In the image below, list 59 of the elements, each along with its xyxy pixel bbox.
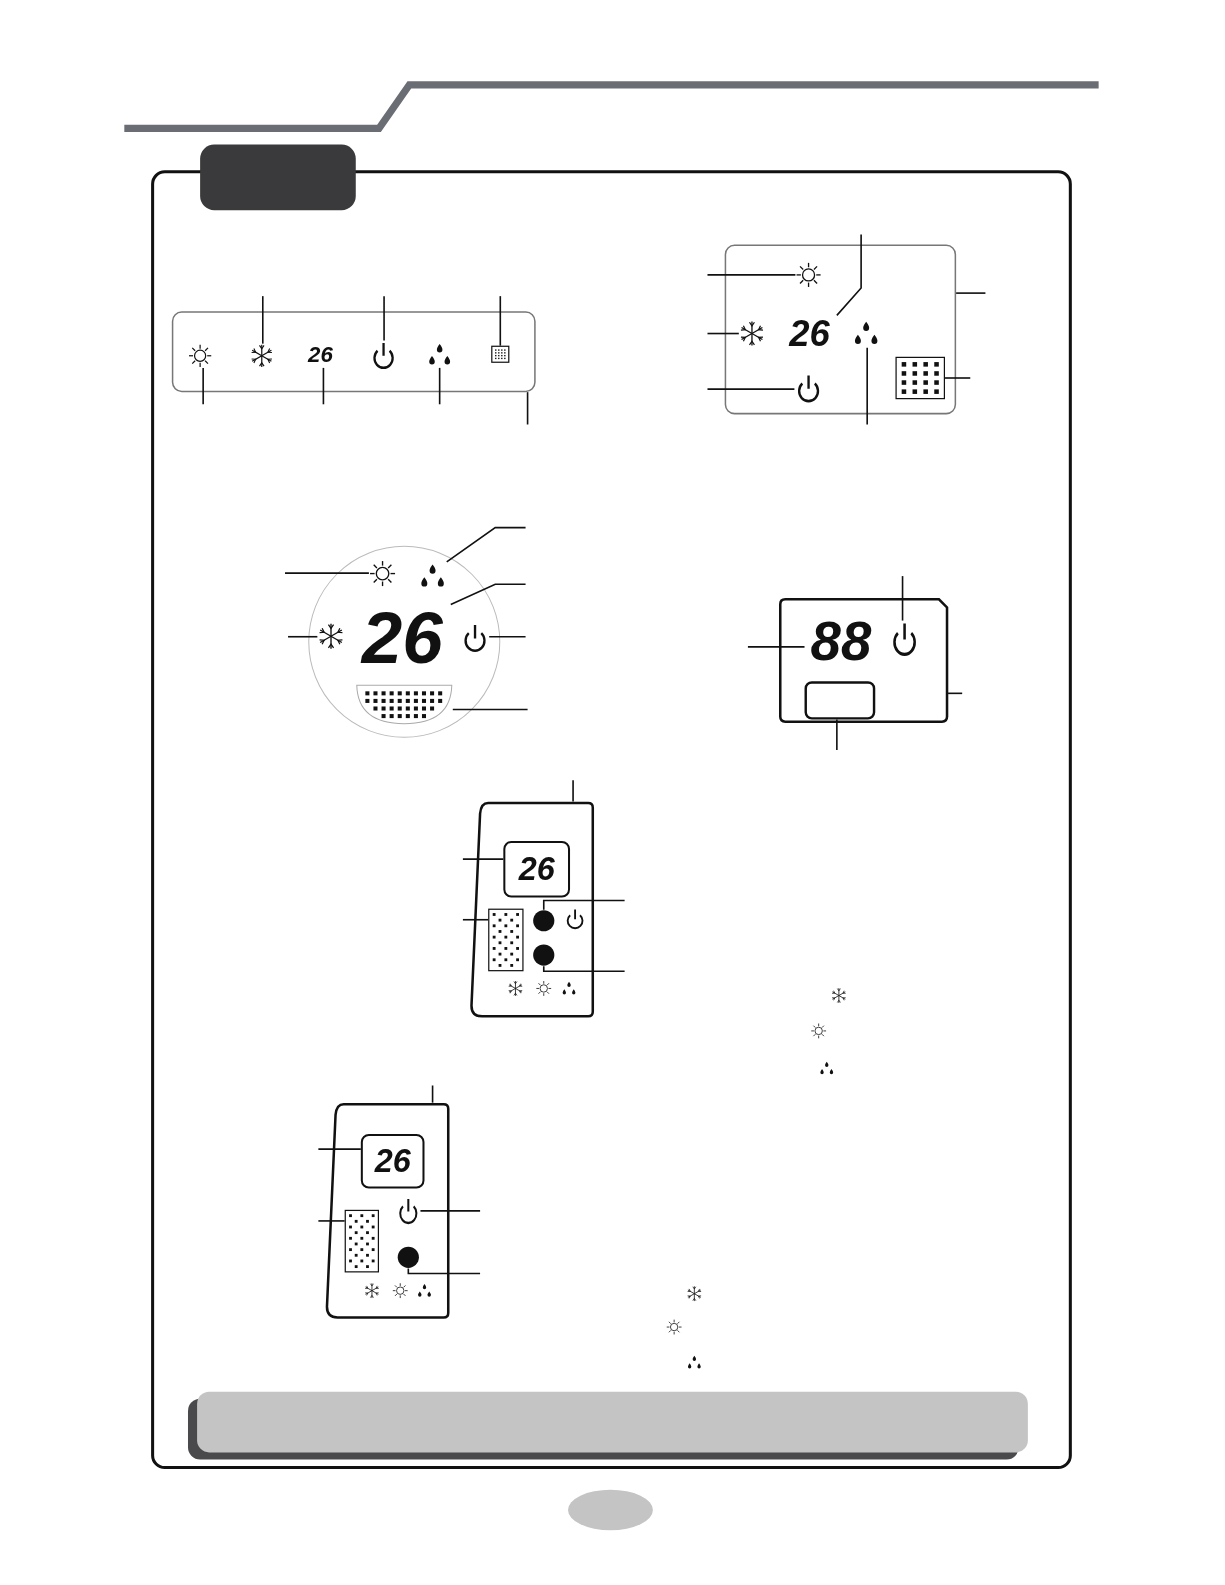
- digit-display: 26: [503, 840, 571, 898]
- dotted-grid-icon: [488, 908, 524, 972]
- leader-line: [419, 1210, 481, 1212]
- leader-line: [542, 965, 626, 973]
- leader-line: [706, 388, 796, 390]
- digit-display: 26: [360, 1134, 425, 1189]
- leader-line: [947, 692, 963, 695]
- round-button: [532, 944, 555, 967]
- display-window: [804, 681, 876, 720]
- leader-line: [499, 295, 502, 347]
- display-panel: [171, 311, 536, 393]
- sun-icon: [795, 261, 822, 289]
- snowflake-icon: [249, 343, 274, 368]
- leader-line: [431, 1084, 434, 1104]
- temperature-digits: 26: [782, 315, 837, 352]
- display-panel: [724, 244, 957, 415]
- leader-line: [438, 367, 441, 406]
- sun-icon: [188, 343, 213, 368]
- leader-line: [488, 635, 527, 638]
- leader-line: [901, 575, 904, 622]
- leader-line: [462, 918, 489, 921]
- leader-line: [261, 295, 264, 345]
- leader-line: [287, 635, 319, 638]
- control-panel: [325, 1102, 450, 1319]
- leader-line: [836, 233, 862, 317]
- temperature-digits: 26: [353, 604, 451, 672]
- dotted-grid-icon: [344, 1209, 379, 1273]
- leader-line: [526, 391, 529, 426]
- leader-line: [383, 295, 385, 342]
- control-panel: [470, 801, 595, 1018]
- round-button: [532, 909, 555, 932]
- leader-line: [202, 367, 204, 406]
- leader-line: [407, 1267, 481, 1275]
- grid-icon: [895, 356, 945, 400]
- leader-line: [572, 779, 574, 803]
- leader-line: [955, 292, 987, 294]
- leader-line: [944, 377, 972, 379]
- leader-line: [284, 572, 370, 574]
- leader-line: [317, 1220, 346, 1222]
- temperature-digits: 26: [301, 341, 340, 368]
- snowflake-icon: [738, 320, 766, 347]
- leader-line: [542, 899, 626, 911]
- round-button: [397, 1246, 420, 1269]
- grid-icon: [355, 684, 453, 725]
- leader-line: [706, 274, 797, 276]
- leader-line: [445, 526, 527, 563]
- leader-line: [836, 718, 838, 751]
- grid-icon: [491, 345, 510, 363]
- snowflake-icon: [317, 622, 345, 650]
- leader-line: [462, 858, 505, 860]
- leader-line: [317, 1148, 362, 1150]
- leader-line: [322, 367, 325, 406]
- round-display-panel: [308, 545, 501, 738]
- sun-icon: [368, 559, 397, 588]
- leader-line: [866, 346, 868, 426]
- display-panel: [779, 598, 949, 723]
- leader-line: [706, 332, 740, 335]
- leader-line: [747, 646, 806, 648]
- leader-line: [449, 583, 527, 606]
